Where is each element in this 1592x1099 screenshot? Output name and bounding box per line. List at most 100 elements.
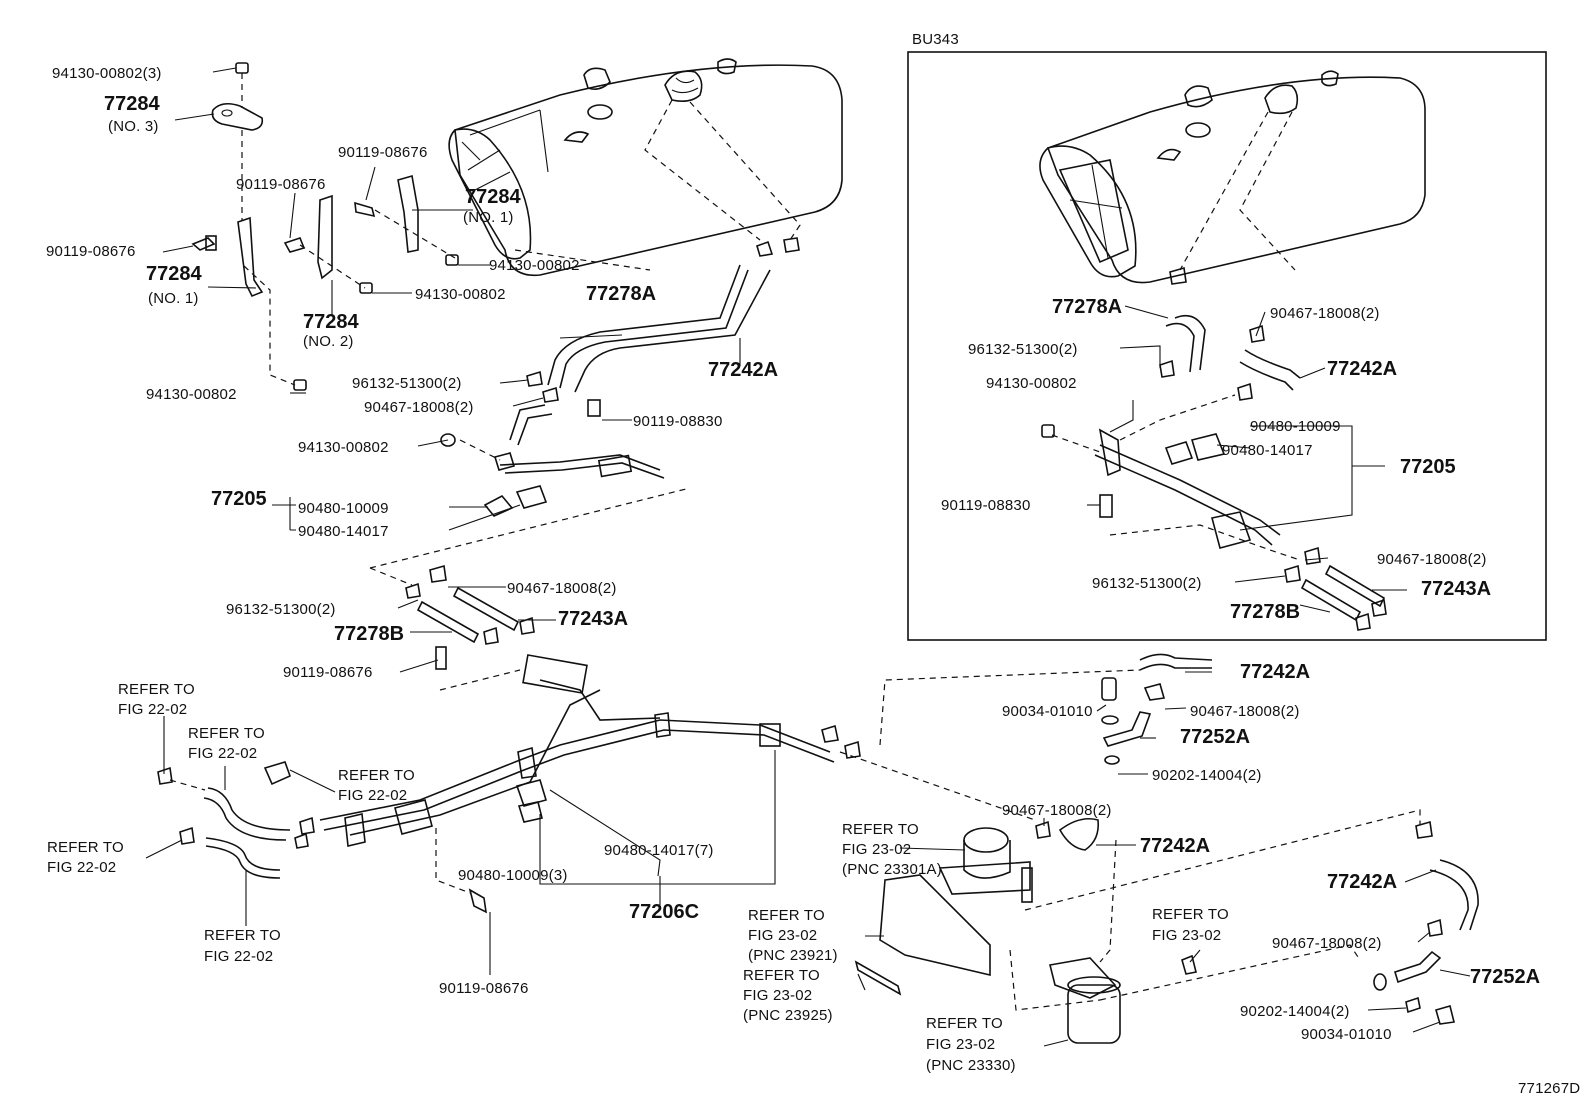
label-90119-08676: 90119-08676 <box>283 664 373 681</box>
label-77278A: 77278A <box>586 283 656 305</box>
filler-neck-inset <box>1184 85 1213 108</box>
label-90467-18008-2: 90467-18008(2) <box>1377 551 1487 568</box>
label-fig-23-02: FIG 23-02 <box>842 841 911 858</box>
main-labels: 94130-00802(3) 77284 (NO. 3) 90119-08676… <box>46 65 1540 1074</box>
label-77205: 77205 <box>211 488 267 510</box>
label-94130-00802: 94130-00802 <box>489 257 580 274</box>
label-no1: (NO. 1) <box>463 209 514 226</box>
label-96132-51300-2: 96132-51300(2) <box>1092 575 1202 592</box>
label-77242A: 77242A <box>1240 661 1310 683</box>
fuel-filter <box>854 827 1197 1044</box>
fuel-tank-inset <box>1039 70 1426 284</box>
label-fig-23-02: FIG 23-02 <box>748 927 817 944</box>
label-90480-10009: 90480-10009 <box>298 500 389 517</box>
hose-77243A <box>452 586 520 632</box>
figure-id: 771267D <box>1518 1080 1580 1097</box>
inset-title: BU343 <box>912 31 959 48</box>
label-90480-14017: 90480-14017 <box>298 523 389 540</box>
fuel-tank-main <box>448 58 843 277</box>
label-96132-51300-2: 96132-51300(2) <box>226 601 336 618</box>
label-refer-to: REFER TO <box>47 839 124 856</box>
sender-gauge <box>664 70 703 102</box>
label-refer-to: REFER TO <box>748 907 825 924</box>
label-94130-00802: 94130-00802 <box>986 375 1077 392</box>
label-94130-00802: 94130-00802 <box>146 386 237 403</box>
label-90034-01010: 90034-01010 <box>1002 703 1093 720</box>
label-90480-10009: 90480-10009 <box>1250 418 1341 435</box>
label-refer-to: REFER TO <box>188 725 265 742</box>
label-90034-01010: 90034-01010 <box>1301 1026 1392 1043</box>
label-fig-22-02: FIG 22-02 <box>118 701 187 718</box>
tank-port <box>587 104 613 120</box>
tube-assembly-77205 <box>493 399 665 479</box>
label-77242A: 77242A <box>1327 871 1397 893</box>
label-90480-10009-3: 90480-10009(3) <box>458 867 568 884</box>
label-refer-to: REFER TO <box>118 681 195 698</box>
label-refer-to: REFER TO <box>204 927 281 944</box>
label-refer-to: REFER TO <box>926 1015 1003 1032</box>
label-77243A: 77243A <box>1421 578 1491 600</box>
label-90202-14004-2: 90202-14004(2) <box>1240 1003 1350 1020</box>
label-no2: (NO. 2) <box>303 333 354 350</box>
label-90480-14017: 90480-14017 <box>1222 442 1313 459</box>
label-90480-14017-7: 90480-14017(7) <box>604 842 714 859</box>
label-fig-23-02: FIG 23-02 <box>1152 927 1221 944</box>
bracket-77284-no1-left <box>237 216 264 298</box>
label-90467-18008-2: 90467-18008(2) <box>1270 305 1380 322</box>
label-77284: 77284 <box>303 311 359 333</box>
label-90119-08830: 90119-08830 <box>941 497 1031 514</box>
label-90202-14004-2: 90202-14004(2) <box>1152 767 1262 784</box>
label-77242A: 77242A <box>1327 358 1397 380</box>
label-90467-18008-2: 90467-18008(2) <box>364 399 474 416</box>
label-90119-08676: 90119-08676 <box>46 243 136 260</box>
label-90467-18008-2: 90467-18008(2) <box>507 580 617 597</box>
label-77278B: 77278B <box>1230 601 1300 623</box>
label-refer-to: REFER TO <box>743 967 820 984</box>
label-fig-22-02: FIG 22-02 <box>338 787 407 804</box>
label-90467-18008-2: 90467-18008(2) <box>1002 802 1112 819</box>
label-94130-00802-3: 94130-00802(3) <box>52 65 162 82</box>
label-90467-18008-2: 90467-18008(2) <box>1190 703 1300 720</box>
label-94130-00802: 94130-00802 <box>415 286 506 303</box>
label-fig-22-02: FIG 22-02 <box>204 948 273 965</box>
label-96132-51300-2: 96132-51300(2) <box>968 341 1078 358</box>
label-77243A: 77243A <box>558 608 628 630</box>
filler-neck <box>583 67 611 90</box>
label-77284: 77284 <box>465 186 521 208</box>
tube-assembly-inset <box>1094 428 1281 549</box>
label-fig-23-02: FIG 23-02 <box>926 1036 995 1053</box>
hose-77278B <box>416 600 480 644</box>
label-77242A: 77242A <box>1140 835 1210 857</box>
label-77252A: 77252A <box>1470 966 1540 988</box>
label-77242A: 77242A <box>708 359 778 381</box>
label-77252A: 77252A <box>1180 726 1250 748</box>
label-77206C: 77206C <box>629 901 699 923</box>
bracket-77284-no1-right <box>397 174 419 253</box>
leader-dash <box>644 99 761 241</box>
label-90119-08676: 90119-08676 <box>338 144 428 161</box>
label-77278B: 77278B <box>334 623 404 645</box>
label-no1: (NO. 1) <box>148 290 199 307</box>
label-pnc-23301a: (PNC 23301A) <box>842 861 942 878</box>
label-96132-51300-2: 96132-51300(2) <box>352 375 462 392</box>
label-77284: 77284 <box>104 93 160 115</box>
label-pnc-23925: (PNC 23925) <box>743 1007 833 1024</box>
label-90119-08676: 90119-08676 <box>439 980 529 997</box>
inset-labels: BU343 77278A 90467-18008(2) 96132-51300(… <box>912 31 1491 623</box>
label-refer-to: REFER TO <box>1152 906 1229 923</box>
label-77278A: 77278A <box>1052 296 1122 318</box>
label-94130-00802: 94130-00802 <box>298 439 389 456</box>
label-fig-22-02: FIG 22-02 <box>188 745 257 762</box>
hose-77278A-main <box>547 264 771 393</box>
nut-icon <box>235 62 249 74</box>
label-fig-22-02: FIG 22-02 <box>47 859 116 876</box>
label-pnc-23921: (PNC 23921) <box>748 947 838 964</box>
label-90119-08830: 90119-08830 <box>633 413 723 430</box>
label-no3: (NO. 3) <box>108 118 159 135</box>
label-refer-to: REFER TO <box>338 767 415 784</box>
label-90119-08676: 90119-08676 <box>236 176 326 193</box>
fuel-line-77206C <box>319 654 835 847</box>
label-fig-23-02: FIG 23-02 <box>743 987 812 1004</box>
